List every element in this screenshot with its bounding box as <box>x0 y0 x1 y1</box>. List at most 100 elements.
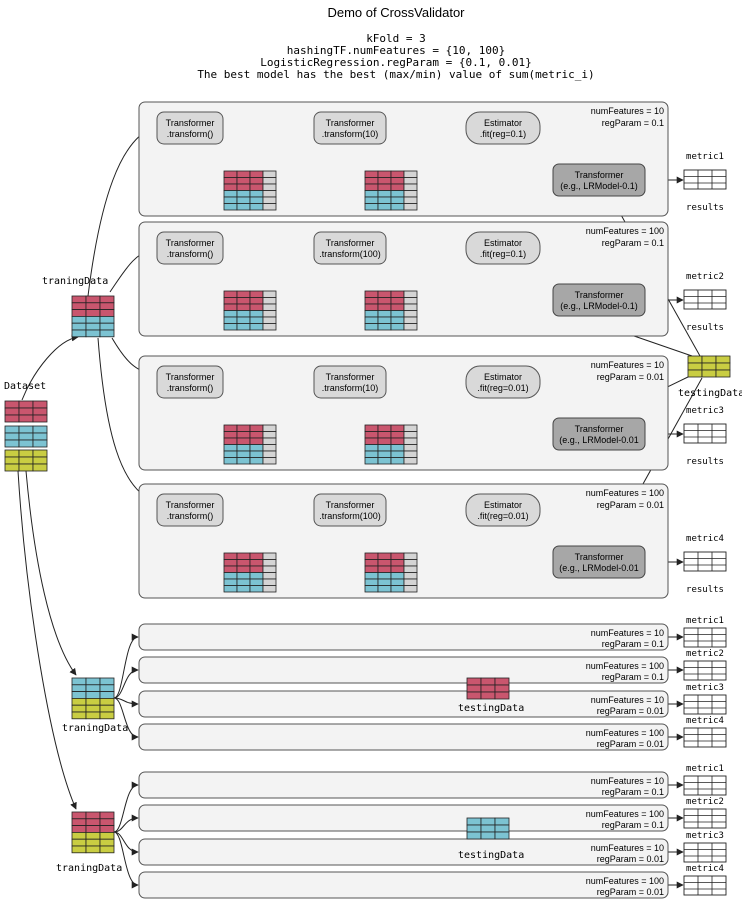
testing-data-label-fold3: testingData <box>458 850 524 861</box>
metric-label: metric3 <box>686 831 724 841</box>
feature-table <box>364 290 418 331</box>
table-cell <box>85 684 101 692</box>
table-cell <box>403 572 418 580</box>
reg-param-text: regParam = 0.1 <box>602 238 664 248</box>
table-cell <box>403 177 418 185</box>
table-cell <box>99 698 115 706</box>
reg-param-text: regParam = 0.01 <box>597 706 664 716</box>
table-cell <box>364 323 379 331</box>
testing-data-table-fold1 <box>687 355 731 378</box>
table-cell <box>364 310 379 318</box>
table-cell <box>249 297 264 305</box>
num-features-text: numFeatures = 10 <box>591 360 664 370</box>
table-cell <box>364 190 379 198</box>
table-cell <box>377 303 392 311</box>
transformer-node <box>156 231 224 265</box>
table-cell <box>403 431 418 439</box>
table-cell <box>377 572 392 580</box>
numfeatures-line: hashingTF.numFeatures = {10, 100} <box>287 44 506 57</box>
reg-param-text: regParam = 0.01 <box>597 854 664 864</box>
num-features-text: numFeatures = 100 <box>586 488 664 498</box>
table-cell <box>390 444 405 452</box>
transformer-node <box>313 111 387 145</box>
model-transformer-node <box>552 283 646 317</box>
table-cell <box>85 309 101 317</box>
table-cell <box>377 424 392 432</box>
table-cell <box>71 845 87 854</box>
reg-param-text: regParam = 0.1 <box>602 118 664 128</box>
table-cell <box>4 449 20 458</box>
table-cell <box>403 457 418 465</box>
table-cell <box>18 407 34 416</box>
metric-table <box>683 660 727 681</box>
transformer-node <box>313 231 387 265</box>
table-cell <box>466 824 482 833</box>
table-cell <box>403 565 418 573</box>
metric-table <box>683 551 727 572</box>
num-features-text: numFeatures = 10 <box>591 628 664 638</box>
table-cell <box>262 303 277 311</box>
training-to-panel-arrow <box>113 814 139 833</box>
table-cell <box>85 302 101 310</box>
table-cell <box>223 290 238 298</box>
table-cell <box>701 362 717 371</box>
table-cell <box>403 552 418 560</box>
table-cell <box>390 437 405 445</box>
diagram-title: Demo of CrossValidator <box>327 5 465 20</box>
table-cell <box>249 457 264 465</box>
table-cell <box>364 424 379 432</box>
table-cell <box>701 369 717 378</box>
table-cell <box>236 323 251 331</box>
feature-table <box>364 424 418 465</box>
table-cell <box>71 322 87 331</box>
model-name: (e.g., LRModel-0.1) <box>560 181 638 191</box>
results-label: results <box>686 203 724 213</box>
metric-label: metric1 <box>686 616 724 626</box>
table-cell <box>466 817 482 826</box>
table-cell <box>236 572 251 580</box>
testing-data-table-fold2 <box>466 677 510 700</box>
transformer-title: Transformer <box>326 500 375 510</box>
table-cell <box>480 831 496 840</box>
metric-label: metric4 <box>686 716 724 726</box>
table-cell <box>403 444 418 452</box>
model-title: Transformer <box>575 552 624 562</box>
model-transformer-node <box>552 545 646 579</box>
model-name: (e.g., LRModel-0.01 <box>559 435 639 445</box>
table-cell <box>377 203 392 211</box>
table-cell <box>390 170 405 178</box>
table-cell <box>99 825 115 833</box>
table-cell <box>71 302 87 310</box>
table-cell <box>236 559 251 567</box>
table-cell <box>364 457 379 465</box>
transformer-node <box>156 111 224 145</box>
reg-param-text: regParam = 0.1 <box>602 787 664 797</box>
table-cell <box>4 439 20 448</box>
panel-box <box>138 838 669 866</box>
reg-param-text: regParam = 0.01 <box>597 500 664 510</box>
table-cell <box>494 677 510 686</box>
table-cell <box>236 183 251 191</box>
table-cell <box>236 316 251 324</box>
training-to-panel-arrow <box>113 781 139 833</box>
table-cell <box>249 559 264 567</box>
table-cell <box>71 315 87 324</box>
table-cell <box>364 565 379 573</box>
table-cell <box>32 463 48 472</box>
metric-label: metric2 <box>686 272 724 282</box>
table-cell <box>390 316 405 324</box>
table-cell <box>403 310 418 318</box>
table-cell <box>99 845 115 854</box>
table-cell <box>377 585 392 593</box>
table-cell <box>262 450 277 458</box>
table-cell <box>85 825 101 833</box>
panel-box <box>138 804 669 832</box>
metric-table <box>683 289 727 310</box>
table-cell <box>223 310 238 318</box>
table-cell <box>85 704 101 713</box>
metric-table <box>683 808 727 829</box>
estimator-method: .fit(reg=0.01) <box>477 511 528 521</box>
